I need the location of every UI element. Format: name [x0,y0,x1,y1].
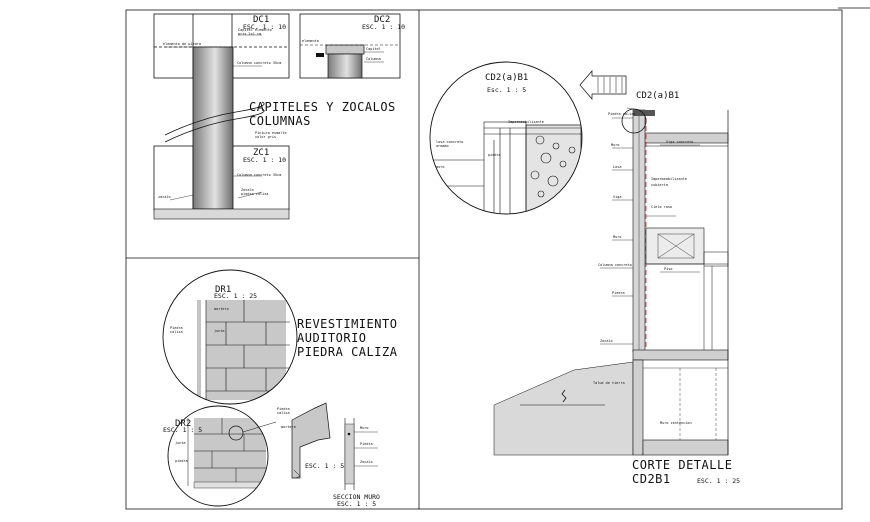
svg-text:Piedra: Piedra [360,442,373,446]
capiteles-title-2: COLUMNAS [249,114,311,128]
svg-text:Pintura esmalte: Pintura esmalte [255,131,287,135]
dr2-scale: ESC. 1 : 5 [163,426,202,434]
svg-text:elemento de piedra: elemento de piedra [163,42,201,46]
svg-text:losa concreto: losa concreto [436,140,463,144]
svg-text:Columna concreto: Columna concreto [598,263,632,267]
zc1-scale: ESC. 1 : 10 [243,156,286,164]
corte-detalle-section: Piedra caliza Muro Losa Impermeabilizant… [493,91,740,486]
svg-text:Zocalo: Zocalo [360,460,373,464]
svg-text:Capitel: Capitel [366,47,381,51]
north-arrow-icon [579,70,627,100]
svg-text:Piedra: Piedra [170,326,183,330]
svg-text:zocalo: zocalo [158,195,171,199]
svg-text:muro: muro [436,165,444,169]
svg-text:Viga concreto: Viga concreto [666,140,693,144]
svg-text:piedra caliza: piedra caliza [241,192,268,196]
svg-text:Piedra caliza: Piedra caliza [608,112,635,116]
detail-dc2: Capitel Columna elemento DC2 ESC. 1 : 10 [299,13,405,79]
svg-text:caliza: caliza [277,411,290,415]
capiteles-title-1: CAPITELES Y ZOCALOS [249,100,396,114]
svg-text:gris 2x1 cm: gris 2x1 cm [238,32,261,36]
svg-text:Piedra: Piedra [612,291,625,295]
svg-text:elemento: elemento [302,39,319,43]
svg-text:Piedra: Piedra [277,407,290,411]
dr1-scale: ESC. 1 : 25 [214,292,257,300]
detail-cd2a-b1: Impermeabilizante losa concreto armado m… [429,61,627,215]
dc2-label: DC2 [374,15,390,25]
cd2a-marker-label: CD2(a)B1 [636,91,679,101]
dc1-label: DC1 [253,15,269,25]
detail-dr2-profile: Piedra caliza mortero ESC. 1 : 5 Muro Pi… [277,402,380,508]
svg-text:Zocalo: Zocalo [600,339,613,343]
dr1-label: DR1 [215,285,231,295]
dr2-side-scale: ESC. 1 : 5 [305,462,344,470]
dc2-scale: ESC. 1 : 10 [362,23,405,31]
svg-text:Columna concreto 35cm: Columna concreto 35cm [237,61,281,65]
svg-text:junta: junta [214,329,225,333]
svg-text:Impermeabilizante: Impermeabilizante [651,177,687,181]
seccion-muro-title: SECCION MURO [333,493,380,501]
dr2-label: DR2 [175,419,191,429]
svg-text:Viga: Viga [613,195,621,199]
revestimiento-title-2: AUDITORIO [297,331,367,345]
detail-dr1: Piedra caliza mortero junta DR1 ESC. 1 :… [162,269,398,405]
earth-slope [493,361,634,456]
svg-text:Muro: Muro [611,143,619,147]
revestimiento-title-1: REVESTIMIENTO [297,317,397,331]
svg-text:Columna concreto 35cm: Columna concreto 35cm [237,173,281,177]
seccion-muro-scale: ESC. 1 : 5 [337,500,376,508]
svg-text:piedra: piedra [175,459,188,463]
svg-text:Zocalo: Zocalo [241,188,254,192]
svg-text:mortero: mortero [214,307,229,311]
talud-label: Talud de tierra [593,381,625,385]
svg-text:Muro: Muro [613,235,621,239]
cd2a-label: CD2(a)B1 [485,73,528,83]
svg-text:color gris: color gris [255,135,276,139]
svg-text:Capitel elemento: Capitel elemento [238,28,272,32]
svg-text:Muro contencion: Muro contencion [660,421,692,425]
corte-code: CD2B1 [632,472,671,486]
detail-dr2: junta piedra DR2 ESC. 1 : 5 [163,405,277,507]
svg-text:Columna: Columna [366,57,381,61]
svg-text:caliza: caliza [170,330,183,334]
svg-text:Losa: Losa [613,165,621,169]
ground-slab [153,208,290,220]
corte-title: CORTE DETALLE [632,458,732,472]
revestimiento-title-3: PIEDRA CALIZA [297,345,398,359]
svg-text:cubierta: cubierta [651,183,668,187]
cd2a-scale: Esc. 1 : 5 [487,86,526,94]
dc1-scale: ESC. 1 : 10 [243,23,286,31]
svg-text:junta: junta [175,441,186,445]
detail-column-dc1-zc1: Capitel elemento gris 2x1 cm Columna con… [153,13,396,220]
corte-scale: ESC. 1 : 25 [697,477,740,485]
svg-text:piedra: piedra [488,153,501,157]
svg-text:Piso: Piso [664,267,672,271]
svg-text:Cielo raso: Cielo raso [651,205,672,209]
svg-text:Impermeabilizante: Impermeabilizante [508,120,544,124]
svg-text:armado: armado [436,144,449,148]
svg-text:Muro: Muro [360,426,368,430]
svg-text:mortero: mortero [281,425,296,429]
sheet-frame [125,9,843,510]
zc1-label: ZC1 [253,148,269,158]
